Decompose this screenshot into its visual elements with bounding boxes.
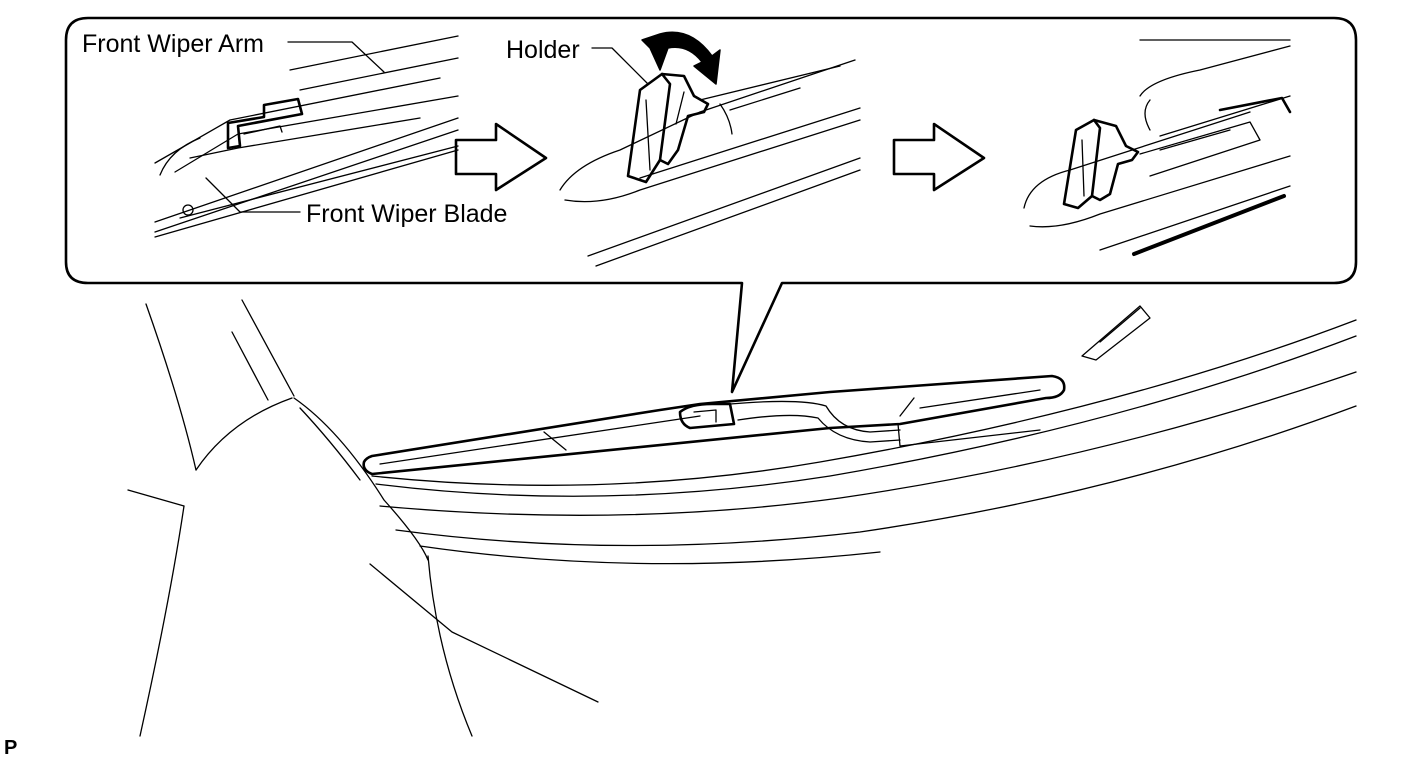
front-wiper-blade-label: Front Wiper Blade [306, 200, 507, 228]
rotate-arrow-icon [641, 31, 721, 85]
leader-lines-panel-1 [205, 41, 385, 213]
panel-step-1 [154, 35, 459, 238]
callout-bubble [64, 16, 1358, 394]
panel-step-2 [559, 59, 861, 267]
step-arrow-icon [454, 122, 548, 192]
panel-step-3 [1023, 39, 1292, 256]
vehicle-view [127, 299, 1357, 737]
step-arrow-icon [892, 122, 986, 192]
corner-mark: P [4, 737, 17, 759]
holder-label: Holder [506, 36, 580, 64]
arm-leader-line [287, 41, 385, 73]
blade-leader-line [205, 177, 301, 213]
holder-leader-line [591, 47, 649, 85]
front-wiper-arm-label: Front Wiper Arm [82, 30, 264, 58]
